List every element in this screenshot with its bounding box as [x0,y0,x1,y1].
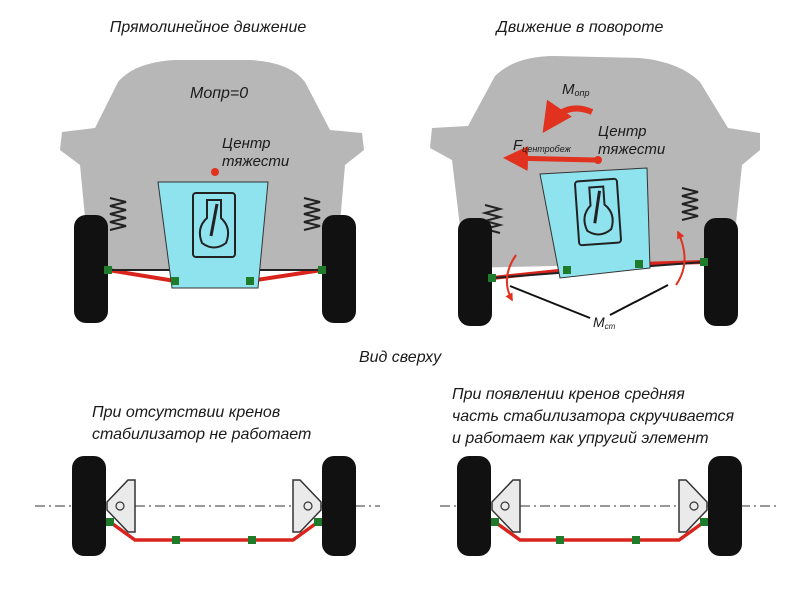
label-center-turn-1: Центр [598,123,647,140]
cg-box [157,181,269,289]
caption-right-3: и работает как упругий элемент [452,430,709,447]
label-center-1: Центр [222,135,271,152]
car-turn [430,56,760,326]
cg-dot [594,156,602,164]
joint [632,536,640,544]
wheel-left [457,456,491,556]
joint [635,260,643,268]
label-force: Fцентробеж [513,137,572,154]
leader-line [609,284,669,316]
label-center-2: тяжести [222,153,290,170]
joint [172,536,180,544]
wheel-right [322,215,356,323]
joint [700,258,708,266]
hub-left [491,479,521,533]
hub-right [678,479,708,533]
joint [491,518,499,526]
stab-moment-arrow-right [675,230,686,286]
hub-right [292,479,322,533]
force-arrow [503,145,596,171]
car-body [60,60,364,270]
moment-arrow [542,99,594,133]
joint [700,518,708,526]
spring-left [109,197,127,231]
joint [104,266,112,274]
car-straight [60,60,364,323]
label-moment: Mопр [562,81,589,98]
joint [171,277,179,285]
joint [563,266,571,274]
label-moment-zero: Mопр=0 [190,85,248,102]
title-top-view: Вид сверху [359,349,442,366]
wheel-right [708,456,742,556]
top-view-turn [440,456,780,556]
top-view-straight [35,456,380,556]
caption-left-2: стабилизатор не работает [92,426,312,443]
stab-moment-arrow-left [505,254,517,302]
joint [488,274,496,282]
wheel-left [458,218,492,326]
spring-right [303,197,321,231]
caption-left-1: При отсутствии кренов [92,404,281,421]
title-straight: Прямолинейное движение [110,19,307,36]
hub-left [106,479,136,533]
joint [318,266,326,274]
caption-right-1: При появлении кренов средняя [452,386,685,403]
stabilizer-bar [493,520,706,542]
label-moment-sub: опр [575,88,590,98]
label-stab-moment-sub: ст [605,322,616,331]
joint [246,277,254,285]
leader-line [509,285,591,319]
wheel-left [74,215,108,323]
label-force-sub: центробеж [522,144,571,154]
joint [248,536,256,544]
stabilizer-bar [108,520,320,542]
joint [556,536,564,544]
title-turn: Движение в повороте [495,19,664,36]
wheel-right [704,218,738,326]
label-center-turn-2: тяжести [598,141,666,158]
wheel-right [322,456,356,556]
cg-dot [211,168,219,176]
spring-right [681,187,699,221]
wheel-left [72,456,106,556]
caption-right-2: часть стабилизатора скручивается [452,408,735,425]
joint [314,518,322,526]
label-stab-moment: Mст [593,314,616,331]
joint [106,518,114,526]
